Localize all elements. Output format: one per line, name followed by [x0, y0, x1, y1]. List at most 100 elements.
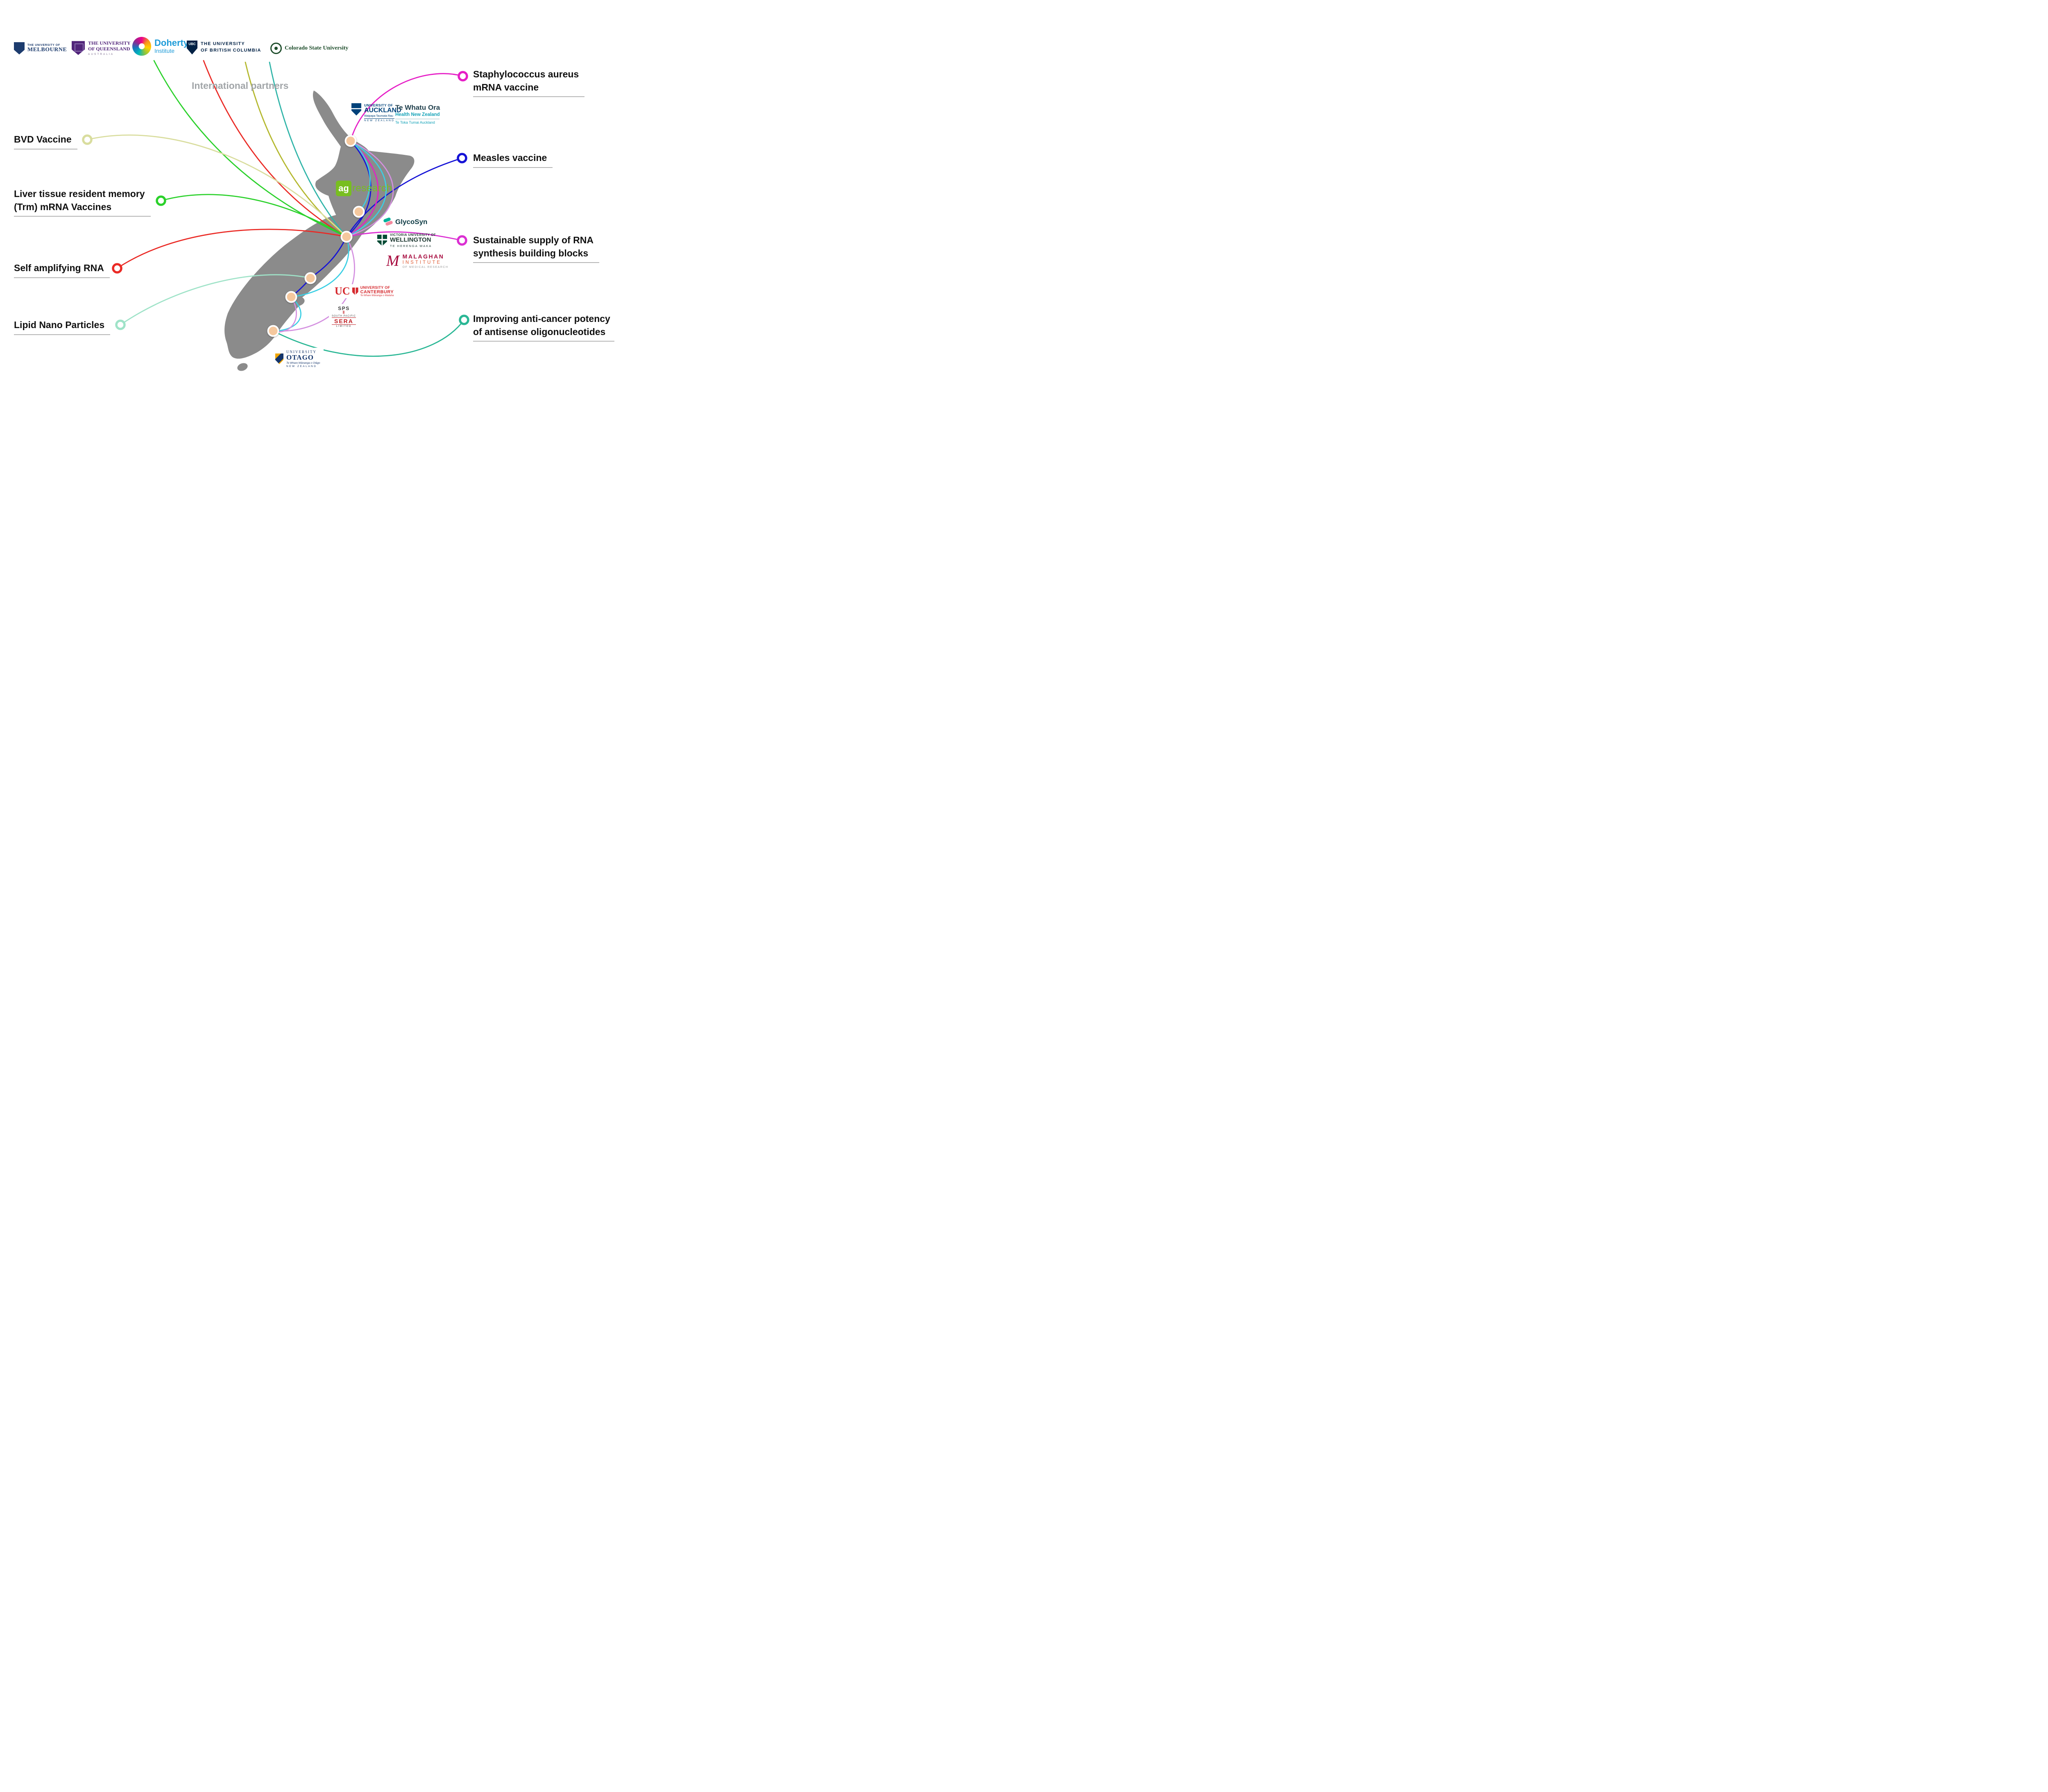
te-whatu-ora-english: Health New Zealand: [395, 112, 440, 117]
melbourne-wordmark-top: THE UNIVERSITY OF: [27, 43, 60, 47]
otago-wordmark: OTAGO: [286, 353, 314, 361]
logo-university-of-queensland: THE UNIVERSITY OF QUEENSLAND AUSTRALIA: [72, 40, 131, 56]
melbourne-crest-icon: [14, 42, 25, 54]
colorado-state-wordmark: Colorado State University: [285, 45, 349, 51]
melbourne-wordmark: MELBOURNE: [27, 46, 67, 53]
malaghan-tagline: OF MEDICAL RESEARCH: [402, 266, 449, 269]
queensland-country: AUSTRALIA: [88, 52, 114, 56]
logo-victoria-university-wellington: VICTORIA UNIVERSITY OF WELLINGTON TE HER…: [377, 233, 436, 248]
logo-university-of-british-columbia: UBC THE UNIVERSITY OF BRITISH COLUMBIA: [187, 41, 261, 54]
queensland-wordmark: OF QUEENSLAND: [88, 45, 130, 52]
endpoint-self-amplifying: [112, 263, 122, 274]
curve-antisense-oligonucleotides: [272, 319, 465, 357]
curve-auckland-wellington-blue: [346, 140, 372, 238]
auckland-crest-icon: [351, 103, 361, 116]
stewart-island-map: [237, 363, 248, 371]
sps-monogram: SPS: [338, 306, 350, 311]
endpoint-liver-trm: [156, 195, 166, 206]
wellington-wordmark: WELLINGTON: [390, 236, 431, 243]
logo-glycosyn: GlycoSyn: [383, 217, 427, 227]
node-christchurch: [285, 291, 297, 303]
south-island-map: [224, 214, 367, 359]
project-label-sustainable-rna-supply: Sustainable supply of RNA synthesis buil…: [473, 234, 599, 263]
logo-university-of-canterbury: UC UNIVERSITY OF CANTERBURY Te Whare Wān…: [332, 284, 396, 298]
te-whatu-ora-district: Te Toka Tumai Auckland: [395, 120, 435, 125]
doherty-pinwheel-icon: [132, 37, 151, 56]
node-wellington: [340, 231, 353, 243]
project-label-lipid-nano-particles: Lipid Nano Particles: [14, 319, 111, 335]
endpoint-measles: [457, 153, 467, 163]
endpoint-staph-aureus: [458, 71, 468, 82]
curve-measles: [346, 157, 463, 238]
curve-bvd-vaccine: [86, 134, 347, 238]
canterbury-uc-monogram: UC: [335, 285, 350, 297]
sps-wordmark: SERA: [332, 317, 356, 325]
project-label-liver-trm-mrna-vaccines: Liver tissue resident memory (Trm) mRNA …: [14, 188, 151, 217]
curve-auckland-agresearch-cyan: [350, 140, 371, 213]
otago-wordmark-top: UNIVERSITY: [286, 350, 317, 354]
canterbury-wordmark-top: UNIVERSITY OF: [360, 285, 390, 290]
logo-te-whatu-ora: Te Whatu Ora Health New Zealand Te Toka …: [395, 104, 440, 125]
logo-university-of-auckland: UNIVERSITY OF AUCKLAND Waipapa Taumata R…: [351, 103, 401, 122]
endpoint-lipid: [115, 319, 126, 330]
curve-auckland-wellington-magenta: [346, 140, 379, 238]
endpoint-bvd: [82, 134, 93, 145]
sps-bars-icon: ‖: [342, 310, 345, 315]
doherty-wordmark: Doherty: [154, 38, 189, 48]
malaghan-institute-word: INSTITUTE: [402, 260, 442, 265]
curve-wellington-christchurch-cyan: [290, 236, 349, 298]
logo-malaghan-institute: M MALAGHAN INSTITUTE OF MEDICAL RESEARCH: [386, 253, 449, 269]
project-label-staph-aureus-mrna-vaccine: Staphylococcus aureus mRNA vaccine: [473, 68, 585, 97]
logo-university-of-otago: UNIVERSITY OTAGO Te Whare Wānanga o Otāg…: [272, 348, 324, 370]
endpoint-sustainable: [457, 235, 467, 246]
auckland-country: NEW ZEALAND: [364, 118, 395, 122]
node-agresearch: [353, 206, 365, 218]
logo-agresearch: ag research: [336, 181, 392, 196]
node-dunedin: [267, 325, 279, 337]
sps-limited: LIMITED: [336, 325, 352, 328]
doherty-wordmark-sub: Institute: [154, 48, 175, 54]
curve-liver-trm: [160, 194, 347, 238]
international-partners-heading: International partners: [192, 80, 289, 91]
curve-auckland-wellington-cyan: [346, 140, 387, 238]
auckland-wordmark: AUCKLAND: [364, 107, 401, 114]
curve-staph-aureus: [350, 73, 464, 142]
wellington-wordmark-top: VICTORIA UNIVERSITY OF: [390, 233, 436, 237]
mrna-partners-infographic: International partners THE UNIVERSITY OF…: [0, 0, 614, 403]
logo-south-pacific-sera: SPS ‖ SOUTH PACIFIC SERA LIMITED: [329, 304, 359, 329]
auckland-wordmark-top: UNIVERSITY OF: [364, 103, 393, 107]
project-label-self-amplifying-rna: Self amplifying RNA: [14, 262, 110, 278]
queensland-wordmark-top: THE UNIVERSITY: [88, 40, 131, 46]
node-auckland: [344, 135, 357, 147]
wellington-shield-icon: [377, 234, 387, 246]
malaghan-wordmark: MALAGHAN: [402, 253, 444, 260]
auckland-maori-name: Waipapa Taumata Rau: [364, 114, 393, 118]
map-and-connections: [82, 60, 469, 371]
node-nelson: [304, 272, 317, 284]
curve-self-amplifying-rna: [116, 229, 347, 269]
project-label-bvd-vaccine: BVD Vaccine: [14, 133, 77, 150]
curve-lipid-nano-particles: [120, 274, 311, 326]
project-label-antisense-oligonucleotides: Improving anti-cancer potency of antisen…: [473, 313, 614, 342]
colorado-state-seal-icon: [270, 43, 282, 54]
curve-intl-teal: [269, 61, 347, 238]
wellington-maori-name: TE HERENGA WAKA: [390, 244, 432, 248]
logo-university-of-melbourne: THE UNIVERSITY OF MELBOURNE: [14, 42, 67, 54]
logo-doherty-institute: Doherty Institute: [132, 37, 188, 56]
north-island-map: [313, 91, 415, 241]
curve-wellington-dunedin-pink: [272, 236, 355, 332]
ubc-wordmark: OF BRITISH COLUMBIA: [201, 48, 261, 53]
sps-wordmark-top: SOUTH PACIFIC: [332, 315, 356, 317]
endpoint-antisense: [459, 315, 469, 325]
glycosyn-pills-icon: [383, 217, 393, 227]
otago-maori-name: Te Whare Wānanga o Otāgo: [286, 362, 320, 365]
queensland-crest-icon: [72, 41, 85, 55]
curve-intl-red: [203, 60, 347, 238]
otago-crest-icon: [275, 353, 283, 364]
glycosyn-wordmark: GlycoSyn: [395, 218, 428, 226]
te-whatu-ora-wordmark: Te Whatu Ora: [395, 104, 440, 111]
canterbury-wordmark: CANTERBURY: [360, 290, 394, 295]
project-label-measles-vaccine: Measles vaccine: [473, 152, 553, 168]
agresearch-wordmark: research: [352, 183, 392, 194]
otago-country: NEW ZEALAND: [286, 365, 317, 368]
